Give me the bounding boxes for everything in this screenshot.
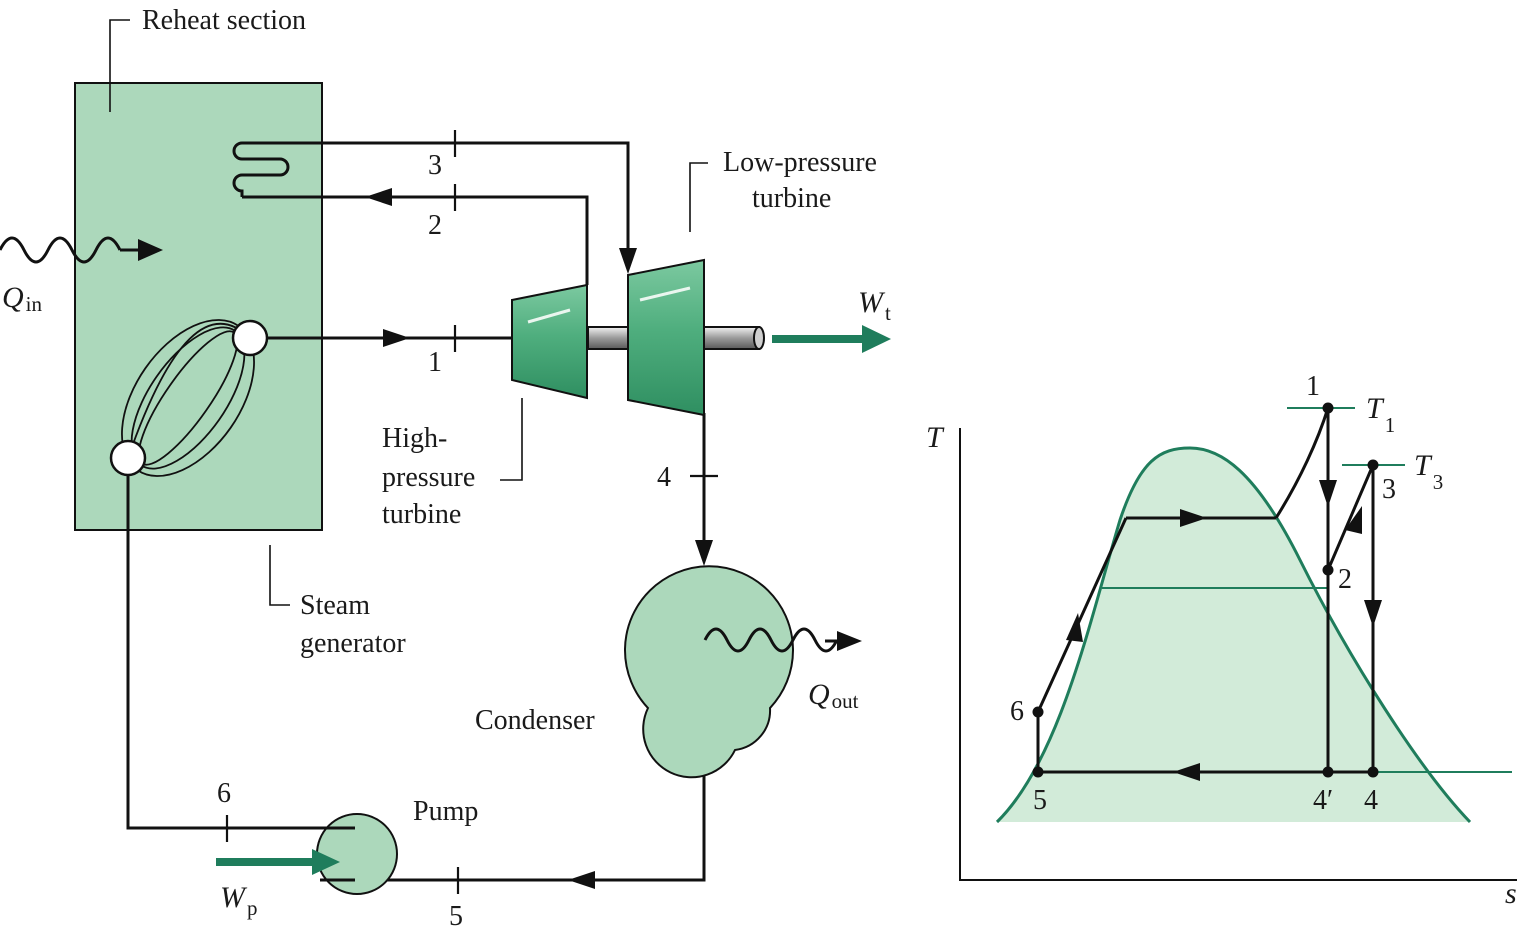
pump-label: Pump	[413, 796, 478, 827]
state-2-label: 2	[428, 210, 442, 241]
ts-t3-label: T3	[1414, 449, 1443, 494]
ts-y-axis-label: T	[926, 421, 945, 454]
ts-point-5: 5	[1033, 785, 1047, 816]
pipe-state-5	[355, 755, 706, 882]
ts-t1-label: T1	[1366, 392, 1395, 437]
ts-point-3: 3	[1382, 474, 1396, 505]
steam-drum-outlet	[231, 319, 269, 357]
hp-turbine-label-3: turbine	[382, 499, 461, 530]
cycle-superheat	[1274, 407, 1330, 519]
turbine-work-arrow	[772, 325, 891, 353]
flow-arrow-5	[568, 871, 595, 889]
q-out-label: Qout	[808, 678, 859, 713]
lp-turbine-label-2: turbine	[752, 183, 831, 214]
state-5-label: 5	[449, 901, 463, 932]
flow-arrow-4	[695, 540, 713, 566]
reheat-coil	[232, 141, 430, 197]
ts-point-4: 4	[1364, 785, 1378, 816]
pipe-state-2	[430, 195, 589, 285]
low-pressure-turbine	[627, 258, 705, 417]
w-t-label: Wt	[858, 286, 891, 325]
shaft	[587, 326, 765, 350]
state-1-label: 1	[428, 347, 442, 378]
ts-axes	[959, 428, 1517, 881]
heat-out-arrow	[703, 627, 862, 653]
ts-x-axis-label: s	[1505, 877, 1517, 910]
reheat-leader	[109, 19, 130, 112]
flow-arrow-1	[383, 329, 410, 347]
steam-generator-label-1: Steam	[300, 590, 370, 621]
ts-point-4prime: 4′	[1313, 785, 1333, 816]
ts-point-6: 6	[1010, 696, 1024, 727]
lp-turbine-leader	[689, 162, 708, 232]
cycle-2-3	[1326, 464, 1375, 571]
flow-arrow-3	[619, 248, 637, 274]
state-6-label: 6	[217, 778, 231, 809]
saturation-dome-fill	[997, 448, 1470, 822]
condenser-label: Condenser	[475, 705, 595, 736]
hp-turbine-leader	[500, 398, 523, 481]
pump	[316, 813, 398, 895]
pump-work-arrow	[216, 849, 340, 875]
ts-point-1: 1	[1306, 371, 1320, 402]
heat-in-arrow	[0, 236, 163, 264]
ts-point-2: 2	[1338, 564, 1352, 595]
reheat-section-label: Reheat section	[142, 5, 306, 36]
hp-turbine-label-2: pressure	[382, 462, 475, 493]
saturation-dome-line	[995, 446, 1472, 824]
steam-generator-leader	[269, 545, 290, 606]
state-3-label: 3	[428, 150, 442, 181]
lp-turbine-label-1: Low-pressure	[723, 147, 877, 178]
steam-generator-label-2: generator	[300, 628, 406, 659]
q-in-label: Qin	[2, 281, 43, 316]
pipe-state-3	[430, 141, 630, 258]
state-4-label: 4	[657, 462, 671, 493]
flow-arrow-2	[365, 188, 392, 206]
high-pressure-turbine	[511, 283, 588, 400]
w-p-label: Wp	[220, 881, 258, 920]
pipe-state-6	[126, 475, 355, 830]
condenser	[624, 565, 794, 779]
cycle-6-sat	[1036, 517, 1128, 713]
feedwater-inlet	[109, 439, 147, 477]
hp-turbine-label-1: High-	[382, 423, 447, 454]
ts-diagram: T s 1 2	[926, 371, 1517, 910]
